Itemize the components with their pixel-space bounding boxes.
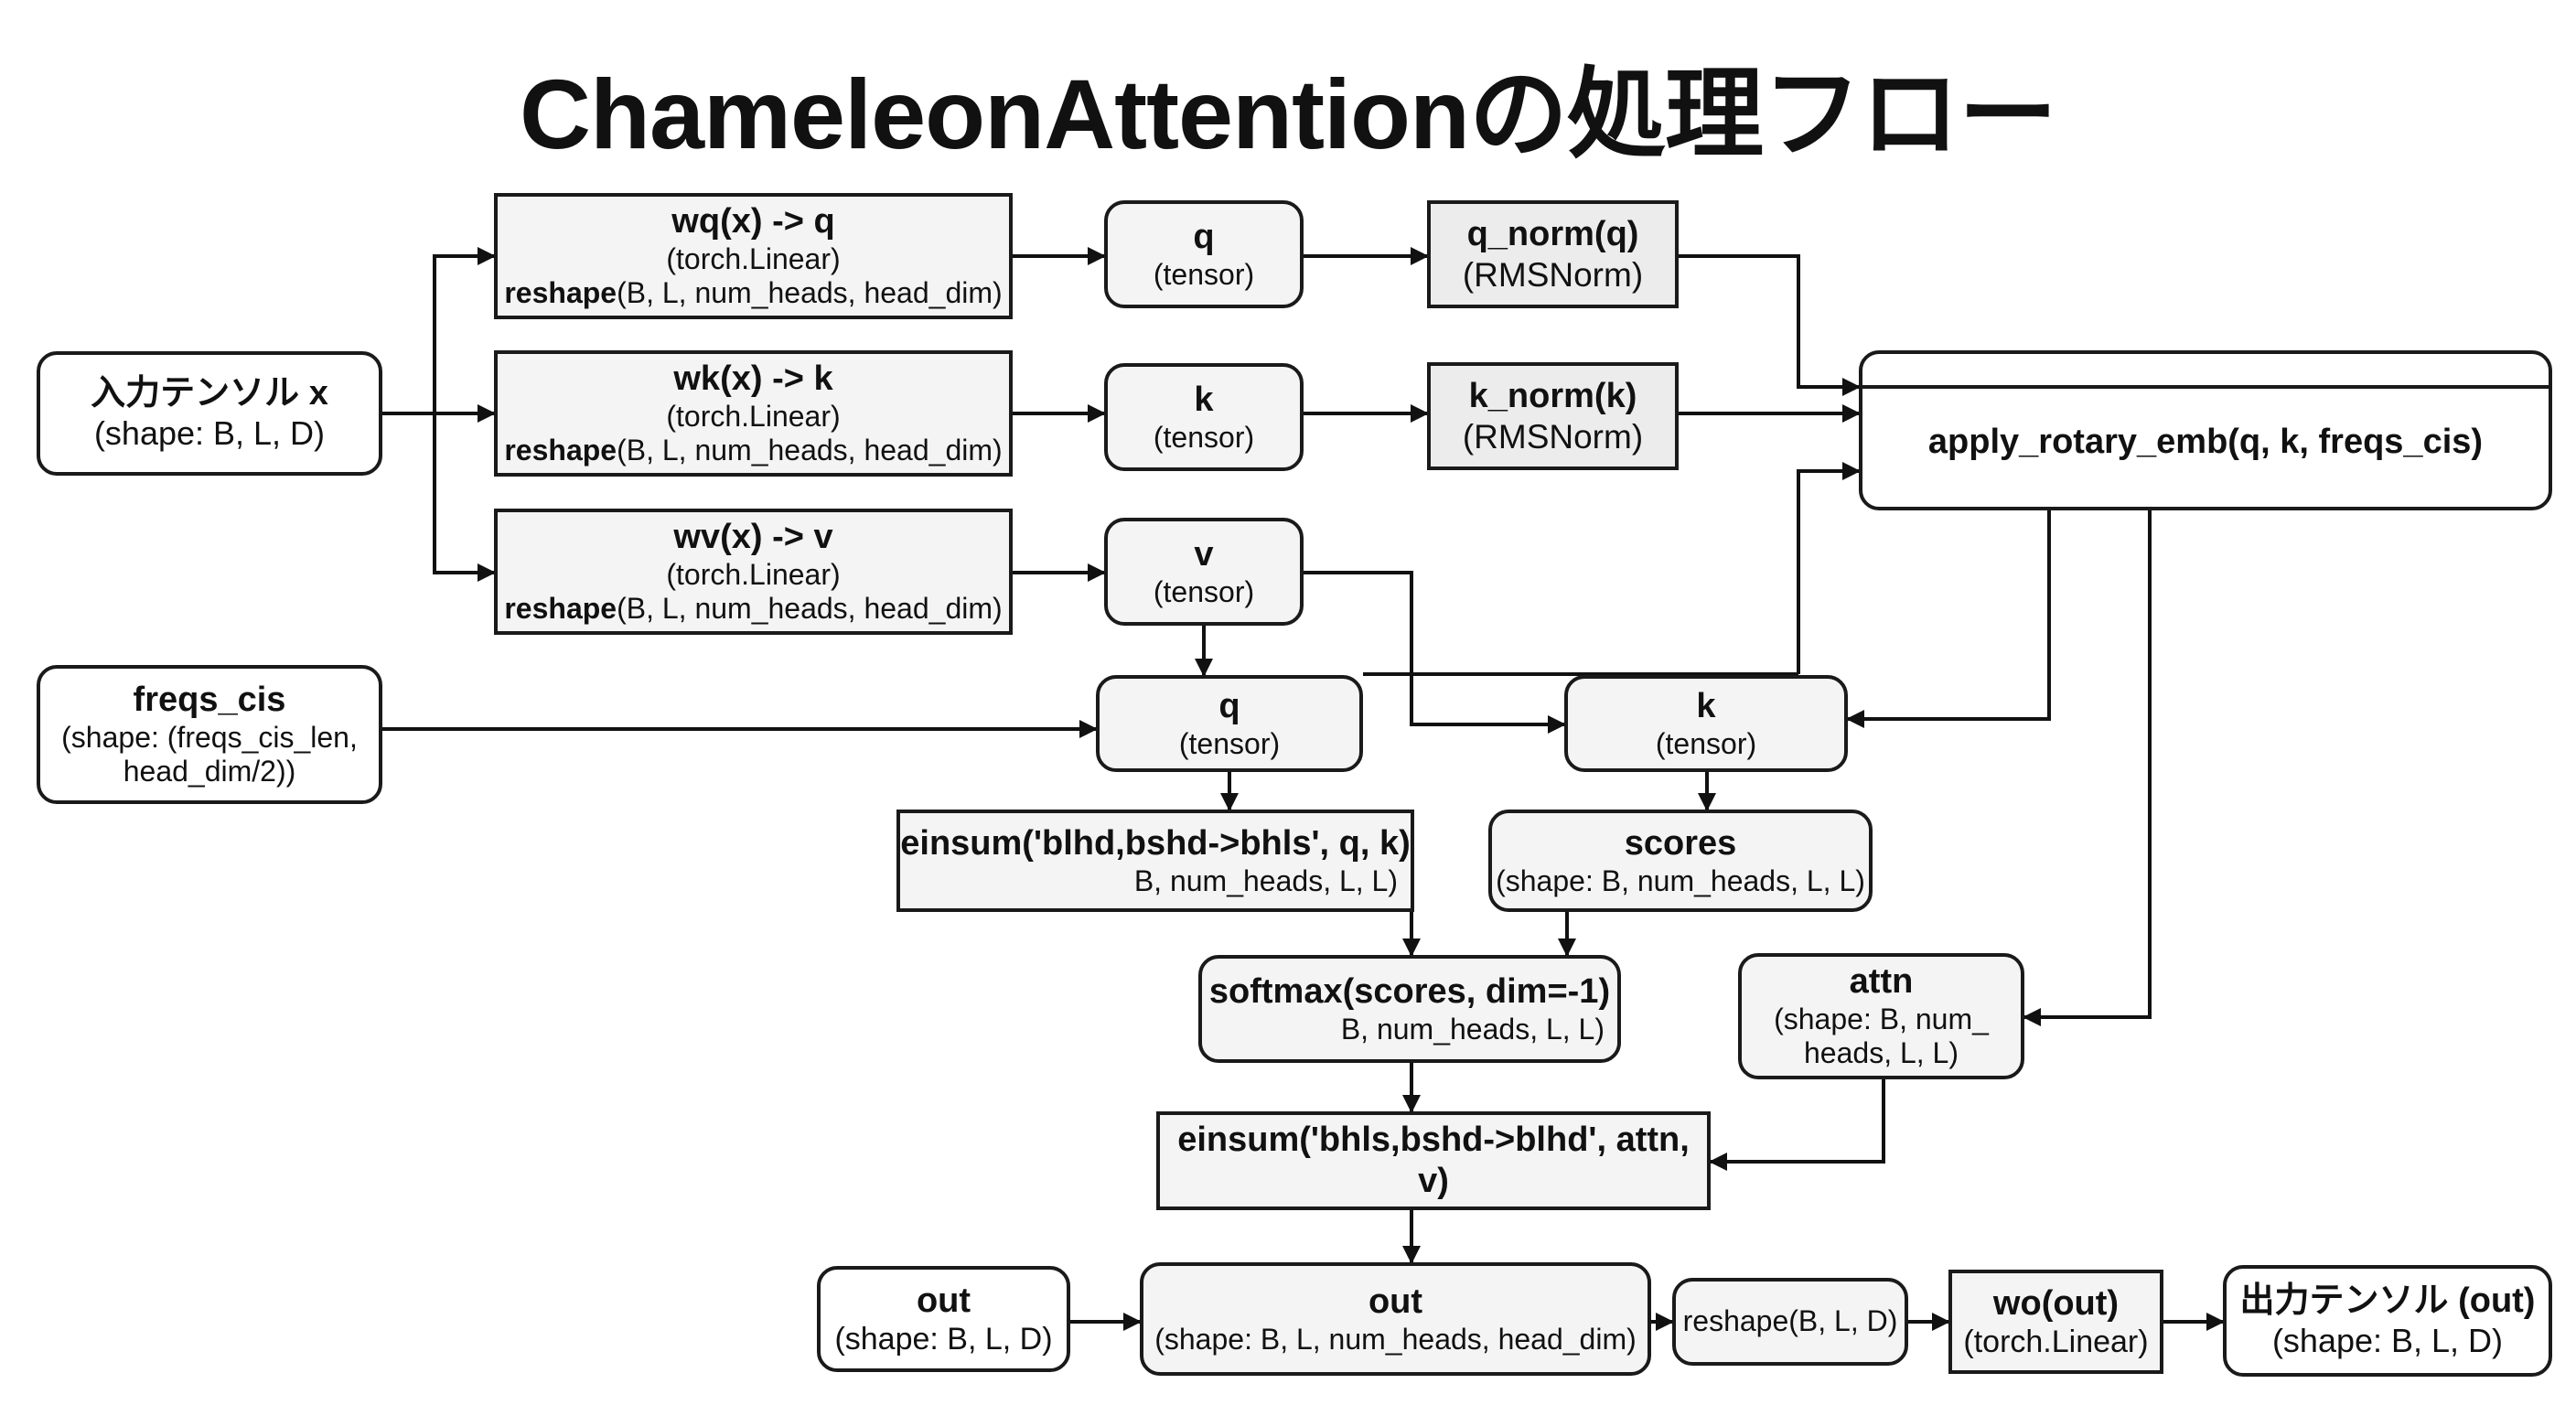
edge-input-to-wv xyxy=(433,413,496,582)
k-norm-sub: (RMSNorm) xyxy=(1462,417,1644,456)
freqs-cis-sub2: head_dim/2)) xyxy=(123,755,296,788)
einsum-qk-shape: B, num_heads, L, L) xyxy=(1133,863,1398,897)
einsum-qk-label: einsum('blhd,bshd->bhls', q, k) xyxy=(900,823,1411,863)
reshape-label: reshape(B, L, D) xyxy=(1682,1304,1898,1338)
k-norm-label: k_norm(k) xyxy=(1468,376,1637,415)
scores-label: scores xyxy=(1624,823,1737,863)
q-tensor-sub: (tensor) xyxy=(1153,257,1255,291)
wv-reshape-bold: reshape xyxy=(504,592,617,626)
out-left-label: out xyxy=(916,1281,971,1320)
output-tensor-shape: (shape: B, L, D) xyxy=(2271,1322,2504,1360)
v-tensor-node: v (tensor) xyxy=(1104,518,1304,626)
diagram-title: ChameleonAttentionの処理フロー xyxy=(519,59,2057,169)
v-tensor-sub: (tensor) xyxy=(1153,574,1255,608)
attn-node: attn (shape: B, num_ heads, L, L) xyxy=(1738,953,2024,1079)
q-tensor-label: q xyxy=(1193,217,1215,256)
scores-shape: (shape: B, num_heads, L, L) xyxy=(1496,863,1865,897)
einsum-attn-v-node: einsum('bhls,bshd->blhd', attn, v) xyxy=(1156,1111,1711,1210)
v-tensor-label: v xyxy=(1194,534,1214,574)
freqs-cis-sub1: (shape: (freqs_cis_len, xyxy=(61,720,358,754)
wk-linear-node: wk(x) -> k (torch.Linear) reshape(B, L, … xyxy=(494,350,1013,477)
q-mid-tensor-node: q (tensor) xyxy=(1096,675,1363,772)
wo-sub: (torch.Linear) xyxy=(1963,1325,2149,1360)
edge-attn-to-einsum2 xyxy=(1709,1079,1885,1171)
out-mid-sub: (shape: B, L, num_heads, head_dim) xyxy=(1154,1322,1637,1356)
out-mid-label: out xyxy=(1368,1282,1423,1321)
wq-label: wq(x) -> q xyxy=(671,201,835,241)
wv-label: wv(x) -> v xyxy=(673,517,833,556)
q-mid-label: q xyxy=(1218,686,1240,725)
scores-node: scores (shape: B, num_heads, L, L) xyxy=(1488,810,1873,912)
edge-qmid-to-rotary xyxy=(1797,462,1861,674)
out-left-sub: (shape: B, L, D) xyxy=(834,1322,1053,1357)
output-tensor-label: 出力テンソル (out) xyxy=(2239,1282,2536,1321)
softmax-shape: B, num_heads, L, L) xyxy=(1340,1012,1605,1046)
wk-sub: (torch.Linear) xyxy=(666,399,841,433)
out-final-shape-node: out (shape: B, L, D) xyxy=(817,1266,1070,1372)
einsum-attn-v-label: einsum('bhls,bshd->blhd', attn, v) xyxy=(1177,1121,1690,1200)
wk-label: wk(x) -> k xyxy=(673,359,833,398)
einsum-qk-node: einsum('blhd,bshd->bhls', q, k) B, num_h… xyxy=(896,810,1414,912)
k-tensor-label: k xyxy=(1194,380,1214,419)
freqs-cis-label: freqs_cis xyxy=(133,680,286,719)
softmax-label: softmax(scores, dim=-1) xyxy=(1208,971,1611,1011)
edge-qnorm-to-rotary xyxy=(1679,254,1861,396)
attn-sub2: heads, L, L) xyxy=(1804,1036,1959,1070)
k-norm-node: k_norm(k) (RMSNorm) xyxy=(1427,362,1679,470)
attn-sub1: (shape: B, num_ xyxy=(1774,1002,1989,1035)
wk-reshape: reshape(B, L, num_heads, head_dim) xyxy=(504,434,1002,468)
reshape-node: reshape(B, L, D) xyxy=(1672,1278,1908,1366)
wv-reshape-args: (B, L, num_heads, head_dim) xyxy=(617,592,1003,626)
wq-reshape-args: (B, L, num_heads, head_dim) xyxy=(617,276,1003,310)
k-mid-tensor-node: k (tensor) xyxy=(1564,675,1848,772)
wq-reshape-bold: reshape xyxy=(504,276,617,310)
wq-sub: (torch.Linear) xyxy=(666,241,841,275)
wo-label: wo(out) xyxy=(1992,1283,2120,1323)
wo-linear-node: wo(out) (torch.Linear) xyxy=(1948,1270,2163,1374)
q-norm-node: q_norm(q) (RMSNorm) xyxy=(1427,200,1679,308)
rotary-label: apply_rotary_emb(q, k, freqs_cis) xyxy=(1927,423,2484,462)
wv-reshape: reshape(B, L, num_heads, head_dim) xyxy=(504,592,1002,627)
attn-label: attn xyxy=(1849,961,1914,1001)
q-mid-sub: (tensor) xyxy=(1178,726,1281,760)
input-tensor-label: 入力テンソル x xyxy=(91,374,328,413)
input-tensor-shape: (shape: B, L, D) xyxy=(93,414,326,453)
edge-rotary-to-kmid xyxy=(1846,510,2051,728)
out-heads-node: out (shape: B, L, num_heads, head_dim) xyxy=(1140,1262,1651,1376)
input-tensor-node: 入力テンソル x (shape: B, L, D) xyxy=(37,351,382,476)
edge-input-to-wq xyxy=(382,247,496,415)
rotary-emb-node: apply_rotary_emb(q, k, freqs_cis) xyxy=(1859,350,2552,510)
wv-linear-node: wv(x) -> v (torch.Linear) reshape(B, L, … xyxy=(494,509,1013,635)
softmax-node: softmax(scores, dim=-1) B, num_heads, L,… xyxy=(1198,955,1621,1063)
edge-v-to-kmid xyxy=(1304,571,1566,734)
wk-reshape-args: (B, L, num_heads, head_dim) xyxy=(617,434,1003,467)
wq-linear-node: wq(x) -> q (torch.Linear) reshape(B, L, … xyxy=(494,193,1013,319)
edge-rotary-to-attn xyxy=(2023,510,2152,1026)
wv-sub: (torch.Linear) xyxy=(666,557,841,591)
q-norm-sub: (RMSNorm) xyxy=(1462,255,1644,294)
freqs-cis-node: freqs_cis (shape: (freqs_cis_len, head_d… xyxy=(37,665,382,804)
wk-reshape-bold: reshape xyxy=(504,434,617,467)
rotary-divider xyxy=(1862,385,2549,389)
k-mid-label: k xyxy=(1696,686,1716,725)
output-tensor-node: 出力テンソル (out) (shape: B, L, D) xyxy=(2223,1265,2552,1377)
k-tensor-sub: (tensor) xyxy=(1153,420,1255,454)
wq-reshape: reshape(B, L, num_heads, head_dim) xyxy=(504,276,1002,311)
q-tensor-node: q (tensor) xyxy=(1104,200,1304,308)
q-norm-label: q_norm(q) xyxy=(1466,214,1639,253)
k-tensor-node: k (tensor) xyxy=(1104,363,1304,471)
k-mid-sub: (tensor) xyxy=(1655,726,1757,760)
